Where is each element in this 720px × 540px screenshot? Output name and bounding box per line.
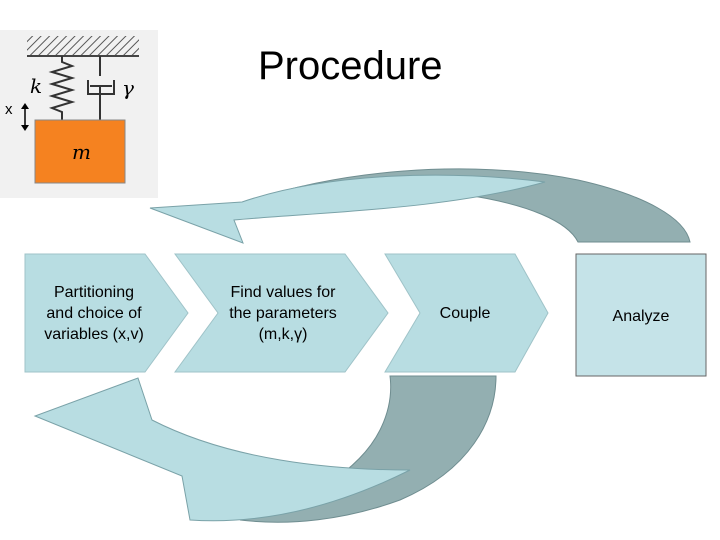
spring-label: k xyxy=(30,74,43,98)
spring xyxy=(48,56,76,120)
step-4-box[interactable] xyxy=(575,253,707,377)
step-3-chevron[interactable] xyxy=(384,253,549,373)
top-loop-arrow-front xyxy=(149,174,546,244)
step-1-label: Partitioning and choice of variables (x,… xyxy=(44,284,144,343)
step-1-chevron[interactable] xyxy=(24,253,189,373)
step-4-label: Analyze xyxy=(612,308,670,325)
mass-spring-damper-diagram xyxy=(0,30,158,198)
mass-block xyxy=(34,119,126,184)
step-3-label: Couple xyxy=(439,305,491,322)
displacement-label: x xyxy=(5,101,13,118)
damper-label: γ xyxy=(122,76,134,100)
ceiling-hatch xyxy=(27,36,139,56)
step-2-label: Find values for the parameters (m,k,γ) xyxy=(229,284,337,343)
bottom-loop-arrow-back xyxy=(239,375,497,523)
mass-label: m xyxy=(72,140,91,164)
page-title: Procedure xyxy=(258,44,443,88)
step-2-chevron[interactable] xyxy=(174,253,389,373)
bottom-loop-arrow-front xyxy=(33,377,411,522)
damper xyxy=(87,56,115,120)
